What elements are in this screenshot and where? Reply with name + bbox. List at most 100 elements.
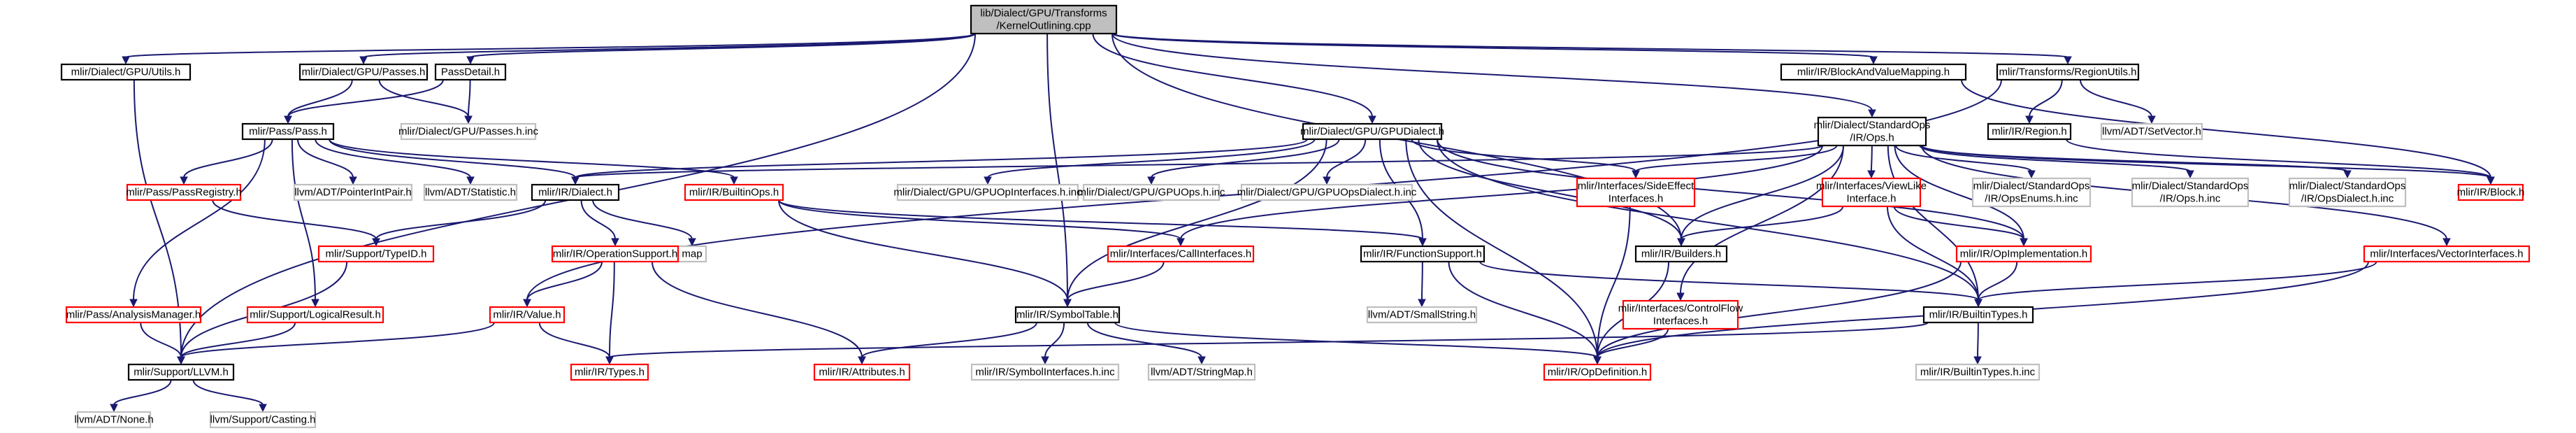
node-label: llvm/ADT/SetVector.h [2102,126,2201,138]
node-box [2363,245,2531,263]
node-box [2288,177,2407,208]
node-passdetail[interactable]: PassDetail.h [434,63,507,81]
node-passregistry[interactable]: mlir/Pass/PassRegistry.h [126,183,242,201]
node-box [76,411,152,429]
node-llvm_h[interactable]: mlir/Support/LLVM.h [127,363,235,381]
arrowhead-root-to-gpu_utils [122,56,130,65]
node-callinterfaces[interactable]: mlir/Interfaces/CallInterfaces.h [1107,245,1255,263]
arrowhead-root-to-gpu_dialect [1368,115,1376,125]
dependency-edge-regionutils-to-setvector [2080,79,2152,118]
node-box [551,245,679,263]
arrowhead-controlflow-to-opdefinition [1593,356,1602,365]
node-box [127,363,235,381]
arrowhead-gpu_dialect-to-gpu_opinterfaces_inc [984,176,992,185]
node-box [1240,183,1413,201]
arrowhead-root-to-gpu_passes [359,56,368,65]
node-symboltable[interactable]: mlir/IR/SymbolTable.h [1014,306,1121,324]
node-operationsupport[interactable]: mlir/IR/OperationSupport.h [551,245,679,263]
node-analysismanager[interactable]: mlir/Pass/AnalysisManager.h [65,306,202,324]
node-builtintypes[interactable]: mlir/IR/BuiltinTypes.h [1922,306,2034,324]
node-setvector: llvm/ADT/SetVector.h [2100,122,2203,141]
arrowhead-root-to-std_ops [1868,109,1876,118]
node-gpu_utils[interactable]: mlir/Dialect/GPU/Utils.h [60,63,192,81]
arrowhead-viewlike-to-builders [1677,238,1685,247]
node-box [1634,245,1728,263]
node-box [246,306,384,324]
node-opimplementation[interactable]: mlir/IR/OpImplementation.h [1955,245,2092,263]
node-pointerintpair: llvm/ADT/PointerIntPair.h [293,183,413,201]
node-block[interactable]: mlir/IR/Block.h [2457,183,2525,201]
node-box [209,411,317,429]
arrowhead-passdetail-to-gpu_passes_inc [464,115,473,125]
dependency-edge-value-to-llvm_h [180,322,495,358]
node-dialect[interactable]: mlir/IR/Dialect.h [531,183,620,201]
dependency-edge-pass-to-analysismanager [133,139,266,301]
node-box [1955,245,2092,263]
node-box [1622,299,1739,330]
node-std_ops[interactable]: mlir/Dialect/StandardOps/IR/Ops.h [1814,116,1931,147]
dependency-edge-root-to-gpu_dialect [1092,33,1373,118]
node-region[interactable]: mlir/IR/Region.h [1987,122,2072,141]
arrowhead-builtintypes-to-types [605,356,614,365]
dependency-edge-dialect-to-typeid [375,199,547,240]
arrowhead-builtinops-to-functionsupport [1418,238,1427,247]
dependency-edge-blockandvalue-to-block [1961,79,2491,178]
node-box [423,183,518,201]
node-attributes[interactable]: mlir/IR/Attributes.h [813,363,911,381]
node-box [489,306,566,324]
node-opdefinition[interactable]: mlir/IR/OpDefinition.h [1543,363,1652,381]
node-label: mlir/IR/BuiltinTypes.h.inc [1920,367,2036,378]
node-types[interactable]: mlir/IR/Types.h [570,363,649,381]
node-std_opsdialect_inc: mlir/Dialect/StandardOps/IR/OpsDialect.h… [2288,177,2407,208]
node-box [1147,363,1256,381]
dependency-edge-vectorinterfaces-to-builtintypes [1978,261,2377,301]
node-gpu_passes[interactable]: mlir/Dialect/GPU/Passes.h [298,63,429,81]
node-functionsupport[interactable]: mlir/IR/FunctionSupport.h [1360,245,1485,263]
dependency-edge-root-to-passdetail [470,33,976,58]
dependency-edge-std_ops-to-builtintypes [1887,145,1979,301]
node-label: /IR/OpsDialect.h.inc [2301,193,2394,205]
node-box [293,183,413,201]
dependency-edge-operationsupport-to-types [609,261,615,358]
node-box [970,363,1120,381]
node-gpu_dialect[interactable]: mlir/Dialect/GPU/GPUDialect.h [1300,122,1444,141]
arrowhead-llvm_h-to-none [110,404,118,413]
node-root[interactable]: lib/Dialect/GPU/Transforms/KernelOutlini… [970,4,1118,35]
node-box [65,306,202,324]
node-box [813,363,911,381]
node-smallstring: llvm/ADT/SmallString.h [1366,306,1478,324]
dependency-edge-root-to-gpu_passes [363,33,976,58]
node-label: map [682,248,702,260]
node-blockandvalue[interactable]: mlir/IR/BlockAndValueMapping.h [1780,63,1967,81]
node-builtinops[interactable]: mlir/IR/BuiltinOps.h [684,183,784,201]
arrowhead-pass-to-logicalresult [311,299,319,308]
node-label: mlir/IR/Attributes.h [819,367,905,378]
node-logicalresult[interactable]: mlir/Support/LogicalResult.h [246,306,384,324]
node-label: Interfaces.h [1653,315,1708,327]
node-vectorinterfaces[interactable]: mlir/Interfaces/VectorInterfaces.h [2363,245,2531,263]
node-value[interactable]: mlir/IR/Value.h [489,306,566,324]
node-box [896,183,1079,201]
arrowhead-dialect-to-map [688,238,696,247]
node-builders[interactable]: mlir/IR/Builders.h [1634,245,1728,263]
node-label: mlir/IR/OperationSupport.h [553,248,677,260]
node-box [298,63,429,81]
node-label: mlir/IR/SymbolInterfaces.h.inc [975,367,1115,378]
arrowhead-dialect-to-operationsupport [611,238,619,247]
node-regionutils[interactable]: mlir/Transforms/RegionUtils.h [1996,63,2140,81]
dependency-edge-root-to-std_ops [1111,33,1873,111]
dependency-edge-std_ops-to-dialect [575,145,1823,178]
node-pass[interactable]: mlir/Pass/Pass.h [241,122,335,141]
node-symbolinterfaces_inc: mlir/IR/SymbolInterfaces.h.inc [970,363,1120,381]
dependency-edge-passdetail-to-pass [287,79,444,118]
node-label: mlir/IR/Region.h [1992,126,2067,138]
arrowhead-std_ops-to-block [2487,176,2495,185]
node-gpu_opinterfaces_inc: mlir/Dialect/GPU/GPUOpInterfaces.h.inc [893,183,1082,201]
dependency-edge-viewlike-to-builtintypes [1886,206,1979,301]
node-typeid[interactable]: mlir/Support/TypeID.h [317,245,435,263]
dependency-edge-operationsupport-to-attributes [651,261,863,358]
node-box [1996,63,2140,81]
